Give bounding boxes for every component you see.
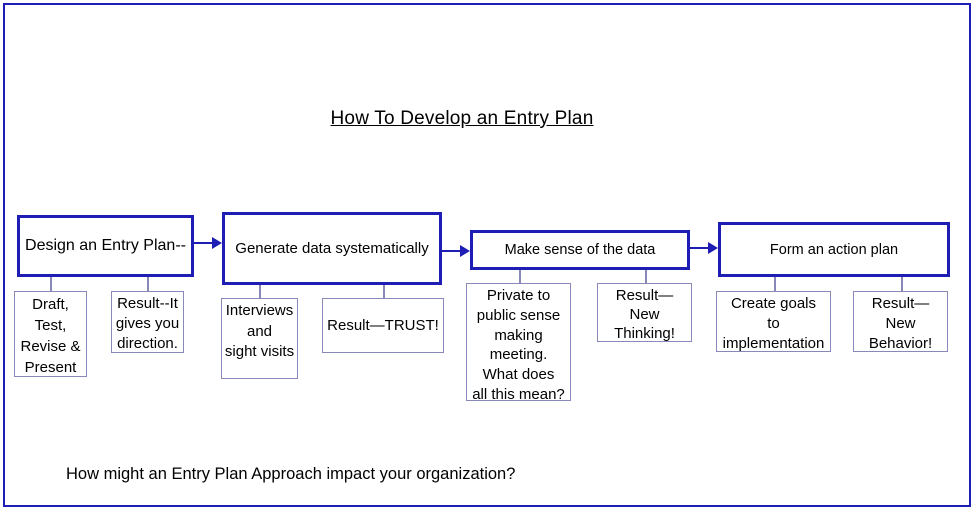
step-box-create-goals: Create goals to implementation xyxy=(716,291,831,352)
stage-box-design-entry-plan: Design an Entry Plan-- xyxy=(17,215,194,277)
result-box-new-thinking: Result— New Thinking! xyxy=(597,283,692,342)
connector-line xyxy=(774,277,776,291)
arrow-line xyxy=(194,242,213,244)
step-box-interviews-visits: Interviews and sight visits xyxy=(221,298,298,379)
connector-line xyxy=(519,270,521,283)
stage-box-action-plan: Form an action plan xyxy=(718,222,950,277)
closing-question: How might an Entry Plan Approach impact … xyxy=(66,465,516,483)
connector-line xyxy=(50,277,52,291)
result-box-trust: Result—TRUST! xyxy=(322,298,444,353)
flow-arrow-icon-1 xyxy=(194,237,222,249)
step-box-draft-test-revise: Draft, Test, Revise & Present xyxy=(14,291,87,377)
connector-line xyxy=(901,277,903,291)
connector-line xyxy=(147,277,149,291)
slide-title: How To Develop an Entry Plan xyxy=(330,108,594,129)
result-box-new-behavior: Result— New Behavior! xyxy=(853,291,948,352)
stage-box-make-sense: Make sense of the data xyxy=(470,230,690,270)
step-box-sense-making-meeting: Private to public sense making meeting. … xyxy=(466,283,571,403)
arrowhead-icon xyxy=(708,242,718,254)
slide-border xyxy=(3,3,971,507)
arrow-line xyxy=(690,247,709,249)
stage-box-generate-data: Generate data systematically xyxy=(222,212,442,285)
arrowhead-icon xyxy=(212,237,222,249)
arrow-line xyxy=(442,250,461,252)
arrowhead-icon xyxy=(460,245,470,257)
connector-line xyxy=(383,285,385,298)
result-box-direction: Result--It gives you direction. xyxy=(111,291,184,353)
connector-line xyxy=(645,270,647,283)
connector-line xyxy=(259,285,261,298)
flow-arrow-icon-3 xyxy=(690,242,718,254)
flow-arrow-icon-2 xyxy=(442,245,470,257)
